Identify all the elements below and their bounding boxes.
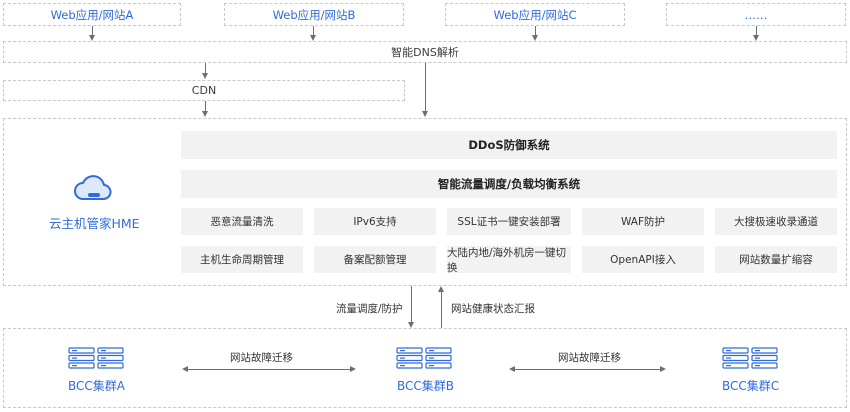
arrow-dns-hme-head [421, 111, 428, 117]
migration-label-bc: 网站故障迁移 [558, 352, 621, 364]
feature-host-lifecycle: 主机生命周期管理 [181, 246, 303, 273]
arrow-cdn-hme-head [201, 111, 208, 117]
feature-waf: WAF防护 [582, 208, 704, 235]
feature-site-scaling: 网站数量扩缩容 [715, 246, 837, 273]
arrow-cdn-hme-line [205, 101, 206, 111]
site-box-b: Web应用/网站B [224, 3, 404, 26]
feature-malicious-traffic-cleaning: 恶意流量清洗 [181, 208, 303, 235]
migration-bc-head-left [509, 365, 515, 372]
arrow-dns-cdn-line [205, 63, 206, 73]
cloud-icon [72, 172, 114, 206]
migration-ab-head-left [182, 365, 188, 372]
feature-ssl-one-click: SSL证书一键安装部署 [447, 208, 571, 235]
server-cluster-icon-b [396, 347, 452, 369]
dns-box: 智能DNS解析 [3, 41, 847, 63]
feature-ipv6-support: IPv6支持 [314, 208, 436, 235]
traffic-scheduling-bar: 智能流量调度/负载均衡系统 [181, 170, 837, 198]
cluster-label-b: BCC集群B [397, 379, 455, 393]
migration-bc-head-right [660, 365, 666, 372]
migration-ab-head-right [350, 365, 356, 372]
arrow-site-a-head [88, 35, 95, 41]
arrow-site-c-line [535, 26, 536, 35]
arrow-site-a-line [92, 26, 93, 35]
bcc-container [3, 328, 847, 408]
flow-up-label: 网站健康状态汇报 [451, 303, 535, 315]
arrow-down-line [411, 286, 412, 322]
cluster-label-a: BCC集群A [68, 379, 125, 393]
cdn-box: CDN [3, 80, 405, 101]
arrow-down-head [407, 322, 414, 328]
arrow-dns-hme-line [425, 63, 426, 111]
arrow-site-b-head [309, 35, 316, 41]
arrow-site-more-line [756, 26, 757, 35]
flow-down-label: 流量调度/防护 [336, 303, 403, 315]
cluster-label-c: BCC集群C [722, 379, 780, 393]
site-box-a: Web应用/网站A [3, 3, 181, 26]
server-cluster-icon-a [68, 347, 124, 369]
feature-region-switch: 大陆内地/海外机房一键切换 [447, 246, 571, 274]
site-box-more: …… [666, 3, 846, 26]
site-box-c: Web应用/网站C [445, 3, 625, 26]
arrow-dns-cdn-head [201, 73, 208, 79]
feature-filing-quota: 备案配额管理 [314, 246, 436, 273]
feature-openapi: OpenAPI接入 [582, 246, 704, 273]
migration-bc-line [515, 369, 660, 370]
feature-fast-indexing: 大搜极速收录通道 [715, 208, 837, 235]
server-cluster-icon-c [722, 347, 778, 369]
arrow-site-more-head [752, 35, 759, 41]
hme-title: 云主机管家HME [49, 216, 140, 231]
arrow-up-line [441, 292, 442, 328]
migration-ab-line [188, 369, 350, 370]
ddos-system-bar: DDoS防御系统 [181, 131, 837, 159]
arrow-up-head [437, 286, 444, 292]
arrow-site-c-head [531, 35, 538, 41]
migration-label-ab: 网站故障迁移 [230, 352, 293, 364]
arrow-site-b-line [313, 26, 314, 35]
